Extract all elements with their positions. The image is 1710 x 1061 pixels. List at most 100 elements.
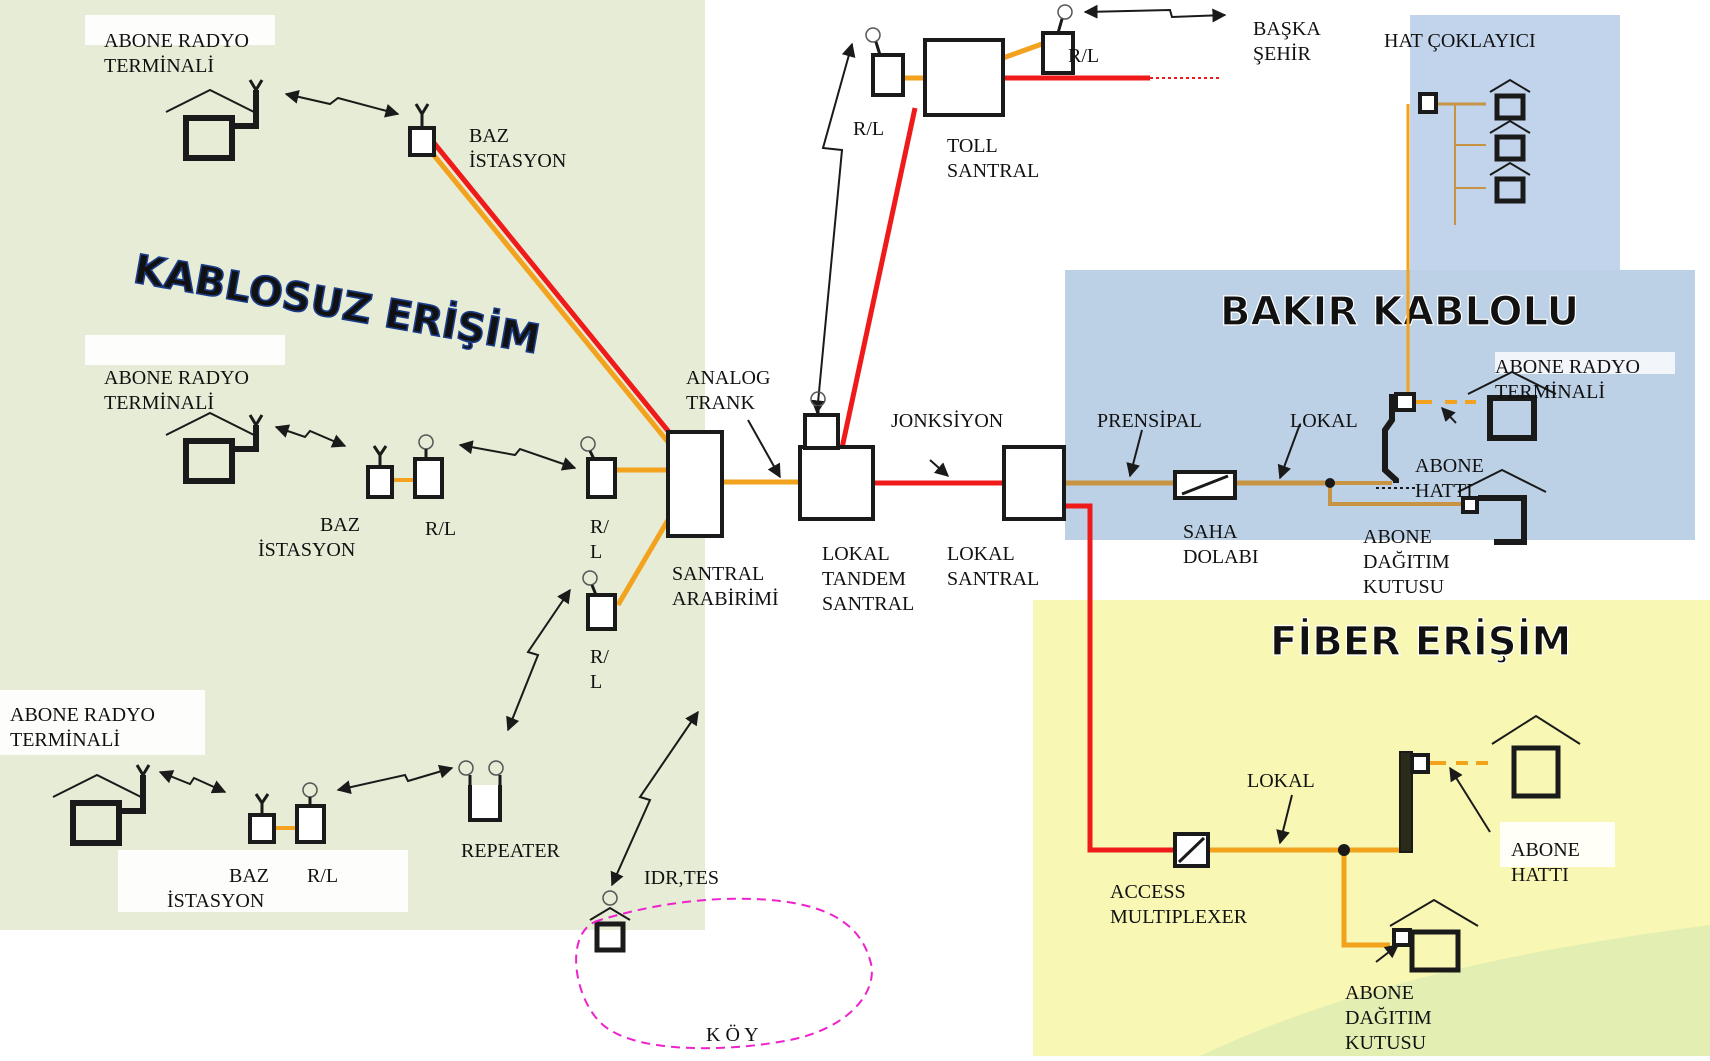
rl-label: R/L	[307, 865, 338, 887]
antenna-icon	[1057, 4, 1073, 20]
antenna-icon	[254, 793, 270, 815]
antenna-icon	[458, 760, 474, 776]
link-orange	[615, 518, 671, 607]
repeater	[468, 785, 502, 822]
antenna-mast	[590, 584, 598, 596]
fiber-local-label: LOKAL	[1247, 770, 1315, 792]
house-icon	[165, 411, 264, 484]
link-red	[432, 141, 675, 439]
house-icon	[1457, 468, 1547, 545]
house-icon	[1389, 898, 1479, 973]
rl-5	[295, 804, 326, 844]
fiber-branch	[1341, 850, 1390, 948]
multiplexer-region	[1410, 15, 1620, 270]
radio-link-arrow	[336, 764, 454, 795]
radio-link-arrow	[274, 424, 347, 448]
house-icon	[1489, 119, 1531, 162]
local-exchange	[1002, 445, 1066, 521]
link-orange	[426, 146, 670, 444]
radio-link-arrow	[811, 42, 856, 415]
toll-rl-right	[1041, 31, 1075, 75]
rl-label: R/L	[853, 118, 884, 140]
house-icon	[1489, 161, 1531, 204]
tandem-radio	[803, 413, 840, 450]
pointer-arrow	[1441, 406, 1457, 424]
antenna-icon	[580, 436, 596, 452]
junction-label: JONKSİYON	[891, 409, 1003, 432]
cable-joint	[1325, 478, 1335, 488]
label-bg	[85, 335, 285, 365]
fiber-pole	[1399, 751, 1413, 853]
fiber-region-title: FİBER ERİŞİM	[1270, 617, 1571, 665]
distribution-pole	[1382, 394, 1399, 483]
copper-region-title: BAKIR KABLOLU	[1220, 289, 1579, 335]
rl-label: R/L	[425, 518, 456, 540]
label-bg	[1500, 822, 1615, 867]
antenna-mast	[874, 41, 882, 56]
base-station-2	[366, 465, 394, 499]
radio-link-arrow	[284, 89, 400, 118]
idr-tes-label: IDR,TES	[644, 867, 719, 889]
copper-region	[1065, 270, 1695, 540]
antenna-icon	[414, 103, 430, 128]
pointer-arrow	[929, 459, 950, 477]
antenna-mast	[588, 450, 596, 460]
local-label: LOKAL	[1290, 410, 1358, 432]
link-orange	[1002, 41, 1043, 61]
fiber-junction	[1338, 844, 1350, 856]
pointer-arrow	[747, 419, 781, 479]
pointer-arrow	[1277, 423, 1301, 480]
antenna-icon	[602, 890, 618, 906]
access-multiplexer-slash	[1177, 836, 1206, 864]
radio-link-arrow	[158, 770, 227, 794]
radio-link-arrow	[506, 588, 571, 732]
pointer-arrow	[1276, 794, 1293, 845]
antenna-icon	[865, 27, 881, 43]
toll-rl-left	[871, 53, 905, 97]
local-cable-path	[1328, 483, 1470, 506]
antenna-icon	[488, 760, 504, 776]
line-multiplexer-label: HAT ÇOKLAYICI	[1384, 30, 1536, 52]
house-icon	[165, 79, 264, 161]
house-icon	[1467, 370, 1557, 441]
pointer-arrow	[1375, 944, 1400, 963]
pointer-arrow	[1449, 766, 1491, 833]
antenna-mast	[1056, 18, 1064, 34]
rl-2	[413, 457, 444, 499]
label-bg	[85, 15, 275, 45]
toll-exchange	[923, 38, 1005, 117]
house-icon	[1491, 714, 1581, 799]
toll-link	[839, 107, 918, 449]
house-icon	[1489, 78, 1531, 121]
tandem-exchange	[798, 445, 875, 521]
base-station-3	[248, 813, 276, 844]
antenna-icon	[582, 570, 598, 586]
repeater-label: REPEATER	[461, 840, 561, 862]
pointer-arrow	[1126, 429, 1143, 478]
label-bg	[0, 690, 205, 755]
house-icon	[52, 764, 151, 846]
radio-link-arrow	[458, 440, 577, 471]
principal-label: PRENSİPAL	[1097, 409, 1202, 432]
rl-label: R/L	[1068, 45, 1099, 67]
village-label: K Ö Y	[706, 1023, 759, 1046]
decorative-swoosh	[1200, 925, 1710, 1056]
